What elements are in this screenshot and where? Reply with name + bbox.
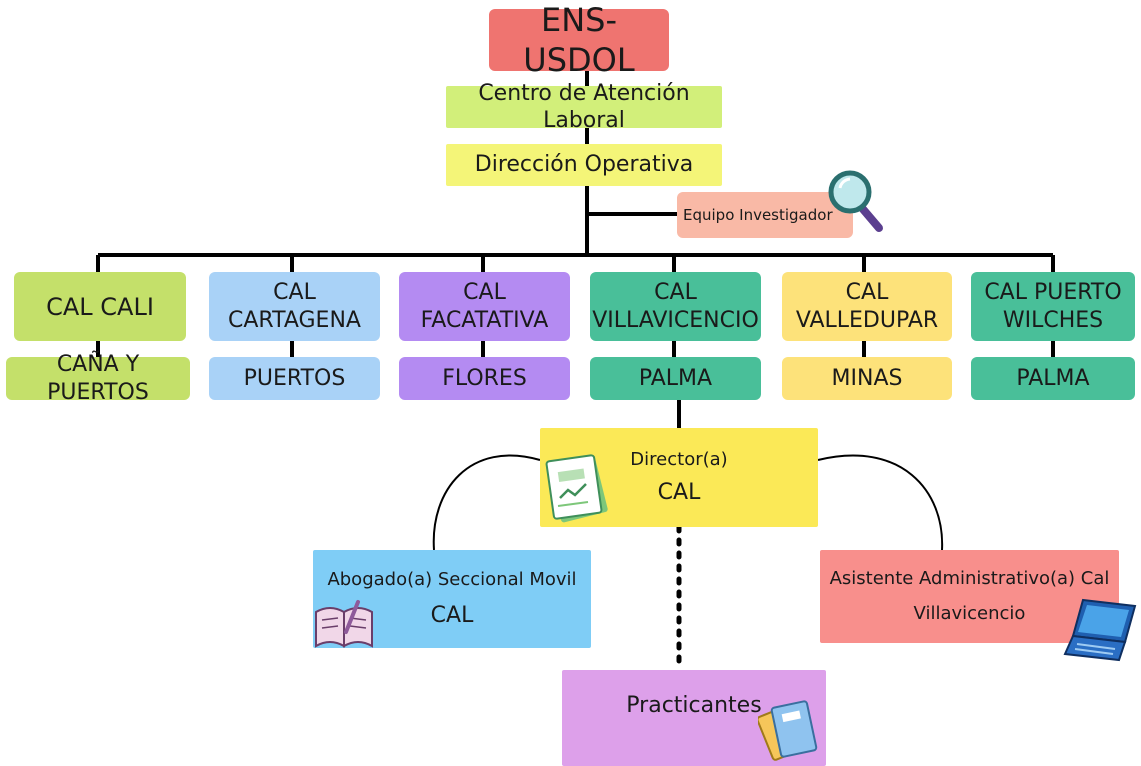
cal-node-label: CAL: [463, 280, 506, 305]
cal-node-villavicencio: CAL VILLAVICENCIO: [590, 272, 761, 341]
sector-node-label: PUERTOS: [243, 365, 346, 391]
lawyer-node-label: Abogado(a) Seccional Movil: [327, 569, 577, 590]
cal-node-label: CAL: [845, 280, 889, 305]
interns-node-label: Practicantes: [626, 693, 762, 718]
sector-node-palma-villavicencio: PALMA: [590, 357, 761, 400]
investigator-node: Equipo Investigador: [677, 192, 853, 238]
sector-node-label: PALMA: [638, 365, 713, 391]
director-node-sublabel: CAL: [657, 480, 701, 505]
sector-node-flores: FLORES: [399, 357, 570, 400]
sector-node-puertos: PUERTOS: [209, 357, 380, 400]
assistant-node: Asistente Administrativo(a) Cal Villavic…: [820, 550, 1119, 643]
root-node: ENS-USDOL: [489, 1, 669, 79]
cal-node-sublabel: VILLAVICENCIO: [592, 307, 759, 333]
lawyer-arc-line: [432, 454, 541, 551]
cal-node-valledupar: CAL VALLEDUPAR: [782, 272, 952, 341]
cal-node-sublabel: FACATATIVA: [420, 307, 549, 333]
cal-node-label: CAL CALI: [46, 292, 154, 321]
lawyer-node-sublabel: CAL: [430, 602, 474, 628]
report-document-icon: [545, 454, 608, 523]
magnifying-glass-icon: [828, 170, 883, 232]
assistant-node-label: Asistente Administrativo(a) Cal: [829, 568, 1110, 589]
center-node: Centro de Atención Laboral: [446, 81, 722, 133]
root-node-label: ENS-USDOL: [523, 1, 635, 79]
direction-node: Dirección Operativa: [446, 144, 722, 186]
cal-node-sublabel: CARTAGENA: [228, 307, 361, 333]
sector-node-label: MINAS: [831, 365, 903, 391]
laptop-icon: [1063, 598, 1137, 662]
cal-node-puerto-wilches: CAL PUERTO WILCHES: [971, 272, 1135, 341]
sector-node-minas: MINAS: [782, 357, 952, 400]
cal-node-label: CAL: [654, 280, 697, 305]
sector-node-label: FLORES: [442, 365, 527, 391]
open-notebook-icon: [315, 600, 373, 648]
cal-node-sublabel: VALLEDUPAR: [795, 307, 939, 333]
cal-node-sublabel: WILCHES: [1002, 307, 1104, 333]
direction-node-label: Dirección Operativa: [474, 152, 694, 178]
cal-node-label: CAL: [273, 280, 316, 305]
notebooks-icon: [758, 700, 818, 761]
cal-node-facatativa: CAL FACATATIVA: [399, 272, 570, 341]
director-node-label: Director(a): [630, 448, 728, 470]
sector-node-palma-wilches: PALMA: [971, 357, 1135, 400]
assistant-arc-line: [817, 454, 944, 551]
cal-node-cartagena: CAL CARTAGENA: [209, 272, 380, 341]
sector-node-label: CAÑA Y PUERTOS: [47, 352, 149, 405]
cal-node-cali: CAL CALI: [14, 272, 186, 341]
sector-node-cana-y-puertos: CAÑA Y PUERTOS: [6, 352, 190, 405]
sector-node-label: PALMA: [1016, 365, 1090, 391]
assistant-node-sublabel: Villavicencio: [913, 602, 1026, 624]
cal-node-label: CAL PUERTO: [984, 280, 1122, 305]
center-node-label: Centro de Atención Laboral: [478, 80, 690, 134]
investigator-node-label: Equipo Investigador: [683, 205, 833, 224]
